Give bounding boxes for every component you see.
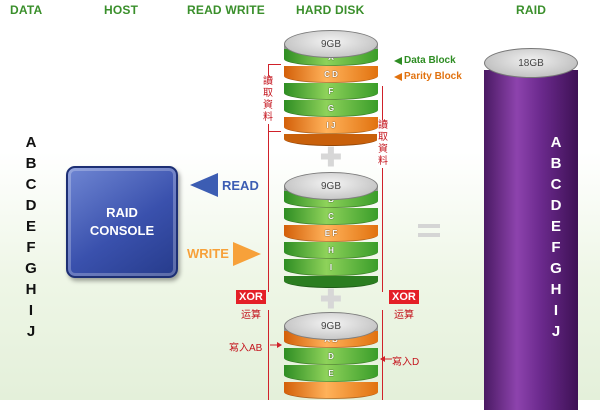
disk-capacity: 9GB xyxy=(284,172,378,200)
disk-capacity: 9GB xyxy=(284,312,378,340)
data-letter: F xyxy=(26,239,36,256)
legend-parity-block: Parity Block xyxy=(404,71,462,82)
raid-letter: C xyxy=(550,176,562,193)
read-label: READ xyxy=(222,178,259,193)
data-letter: C xyxy=(25,176,37,193)
hard-disk-3: E D A B 9GB xyxy=(284,312,378,402)
write-label: WRITE xyxy=(187,246,229,261)
write-ab-arrow-icon xyxy=(270,342,282,348)
console-label-line2: CONSOLE xyxy=(89,223,155,238)
red-line-right xyxy=(382,86,383,292)
disk-block: D xyxy=(284,348,378,365)
disk-capacity: 9GB xyxy=(284,30,378,58)
data-letter: H xyxy=(25,281,37,298)
read-arrow-icon xyxy=(190,173,218,197)
raid-letter: J xyxy=(551,323,561,340)
xor-cn-right: 运算 xyxy=(394,310,414,321)
disk-block: E F xyxy=(284,225,378,242)
plus-icon: ✚ xyxy=(320,142,342,172)
xor-cn-left: 运算 xyxy=(241,310,261,321)
header-data: DATA xyxy=(10,3,43,17)
header-hard-disk: HARD DISK xyxy=(296,3,365,17)
raid-letter: E xyxy=(550,218,561,235)
red-line-left-lower xyxy=(268,310,269,400)
disk-block: H xyxy=(284,242,378,259)
raid-volume-body xyxy=(484,70,578,410)
raid-volume-capacity: 18GB xyxy=(484,48,578,78)
red-line-right-lower xyxy=(382,310,383,400)
console-label-line1: RAID xyxy=(106,205,138,220)
header-host: HOST xyxy=(104,3,139,17)
disk-block: G xyxy=(284,100,378,117)
raid-console: RAID CONSOLE xyxy=(66,166,178,278)
data-letter: J xyxy=(26,323,36,340)
raid-letter: D xyxy=(550,197,562,214)
legend-data-block: Data Block xyxy=(404,55,456,66)
raid-letter: F xyxy=(551,239,561,256)
header-raid: RAID xyxy=(516,3,547,17)
disk-base xyxy=(284,276,378,288)
data-letter: E xyxy=(25,218,36,235)
header-read-write: READ WRITE xyxy=(187,3,265,17)
read-data-label-left: 讀取資料 xyxy=(262,76,274,124)
data-letters: A B C D E F G H I J xyxy=(22,132,40,342)
xor-box-left: XOR xyxy=(236,290,266,304)
raid-letter: H xyxy=(550,281,562,298)
raid-letter: B xyxy=(550,155,562,172)
disk-block: I xyxy=(284,259,378,276)
data-letter: A xyxy=(25,134,37,151)
data-letter: G xyxy=(25,260,37,277)
write-d-arrow-icon xyxy=(380,356,392,362)
data-letter: D xyxy=(25,197,37,214)
disk-block: I J xyxy=(284,117,378,134)
disk-base xyxy=(284,134,378,146)
write-d-label: 寫入D xyxy=(392,357,420,368)
disk-block xyxy=(284,382,378,399)
hard-disk-1: I J G F C D A 9GB xyxy=(284,30,378,146)
equals-icon xyxy=(418,224,440,242)
data-letter: I xyxy=(28,302,34,319)
red-line-left xyxy=(268,130,269,292)
raid-letter: G xyxy=(550,260,562,277)
xor-box-right: XOR xyxy=(389,290,419,304)
write-arrow-icon xyxy=(233,242,261,266)
write-ab-label: 寫入AB xyxy=(229,343,263,354)
disk-block: E xyxy=(284,365,378,382)
raid-letter: I xyxy=(553,302,559,319)
data-block-legend-icon xyxy=(394,57,402,65)
plus-icon: ✚ xyxy=(320,284,342,314)
disk-block: C xyxy=(284,208,378,225)
disk-block: C D xyxy=(284,66,378,83)
data-letter: B xyxy=(25,155,37,172)
raid-letter: A xyxy=(550,134,562,151)
disk-block: F xyxy=(284,83,378,100)
read-data-label-right: 讀取資料 xyxy=(377,120,389,168)
parity-block-legend-icon xyxy=(394,73,402,81)
raid-letters: A B C D E F G H I J xyxy=(546,132,566,342)
hard-disk-2: I H E F C B 9GB xyxy=(284,172,378,288)
